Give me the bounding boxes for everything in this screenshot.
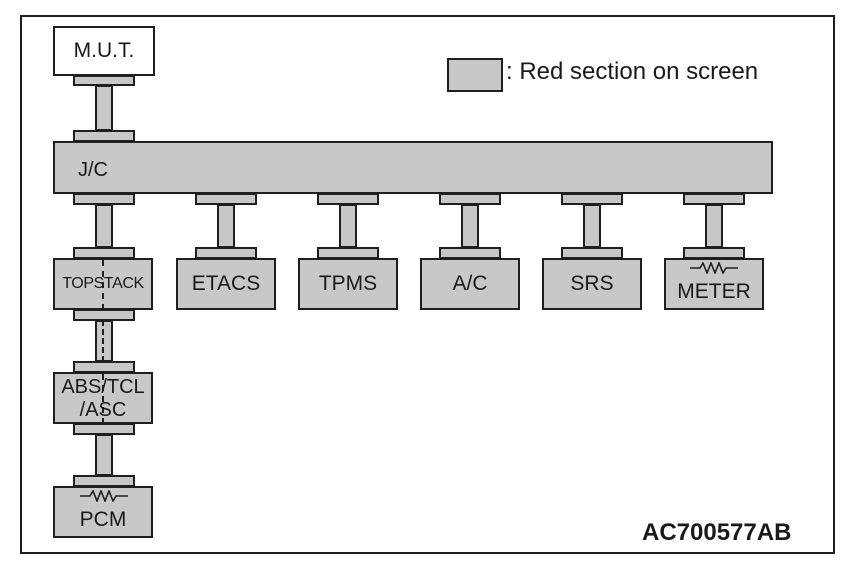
meter-label: METER [677,280,751,303]
srs-box: SRS [542,258,642,310]
etacs-box: ETACS [176,258,276,310]
mut-box: M.U.T. [53,26,155,76]
ac-box: A/C [420,258,520,310]
pcm-label: PCM [79,508,127,531]
stem-meter [705,204,723,248]
stem-abs [95,320,113,362]
abs-dashed-line [102,374,104,424]
stem-srs [583,204,601,248]
abs-dashed-line-top [102,320,104,362]
mut-jc-stem [95,85,113,131]
legend-text: : Red section on screen [506,58,759,85]
tpms-label: TPMS [318,272,378,295]
srs-label: SRS [570,272,614,295]
jc-label: J/C [78,159,108,181]
stem-topstack [95,204,113,248]
diagram-frame [20,15,835,554]
etacs-label: ETACS [191,272,261,295]
stem-pcm [95,434,113,476]
meter-box: METER [664,258,764,310]
mut-label: M.U.T. [73,39,135,62]
topstack-dashed-line [102,260,104,310]
pcm-resistor-icon [80,490,128,502]
stem-tpms [339,204,357,248]
reference-code: AC700577AB [642,519,792,546]
stem-etacs [217,204,235,248]
stem-ac [461,204,479,248]
legend-swatch [447,58,503,92]
ac-label: A/C [452,272,488,295]
tpms-box: TPMS [298,258,398,310]
jc-bus [53,141,773,194]
meter-resistor-icon [690,262,738,274]
